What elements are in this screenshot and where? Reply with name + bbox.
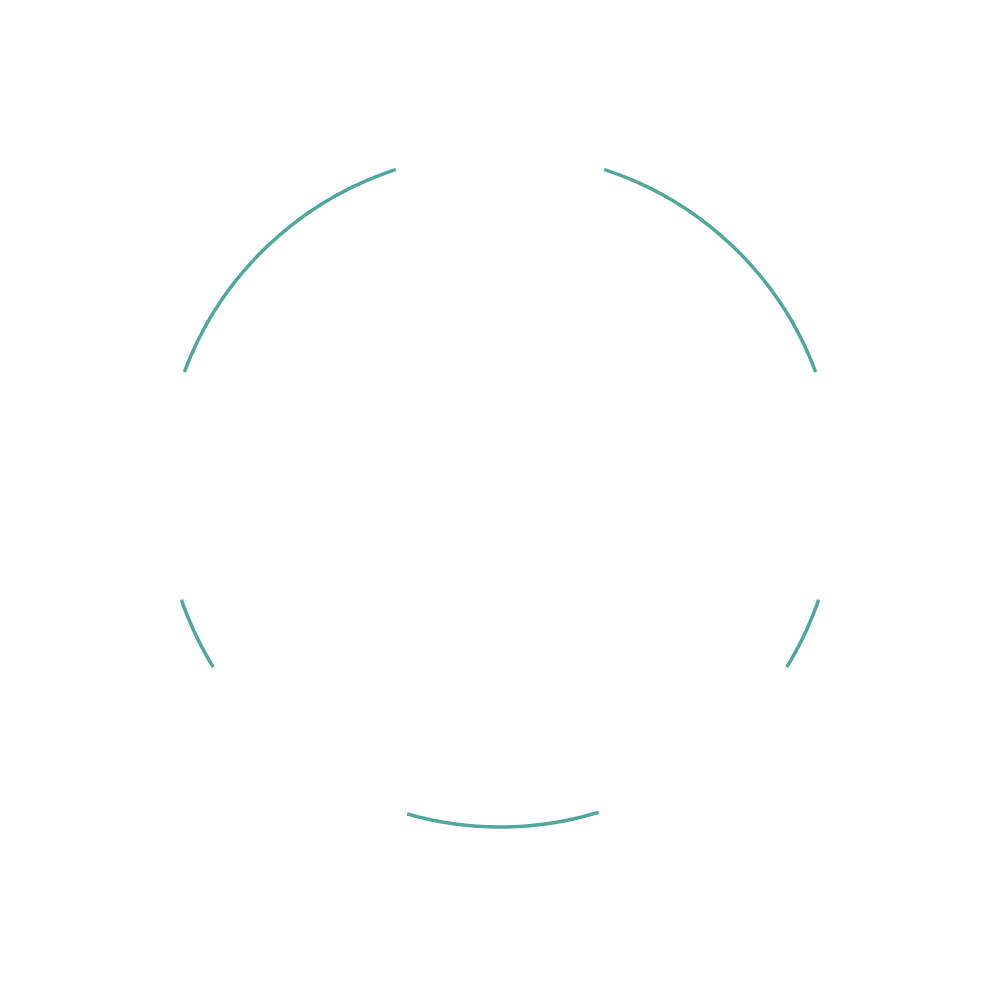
spinner-arc-segment — [406, 810, 600, 829]
spinner-arc-segment — [603, 167, 818, 373]
spinner-arc-segment — [179, 599, 215, 669]
spinner-arc-segment — [182, 167, 397, 373]
spinner-arc-segment — [785, 599, 821, 669]
